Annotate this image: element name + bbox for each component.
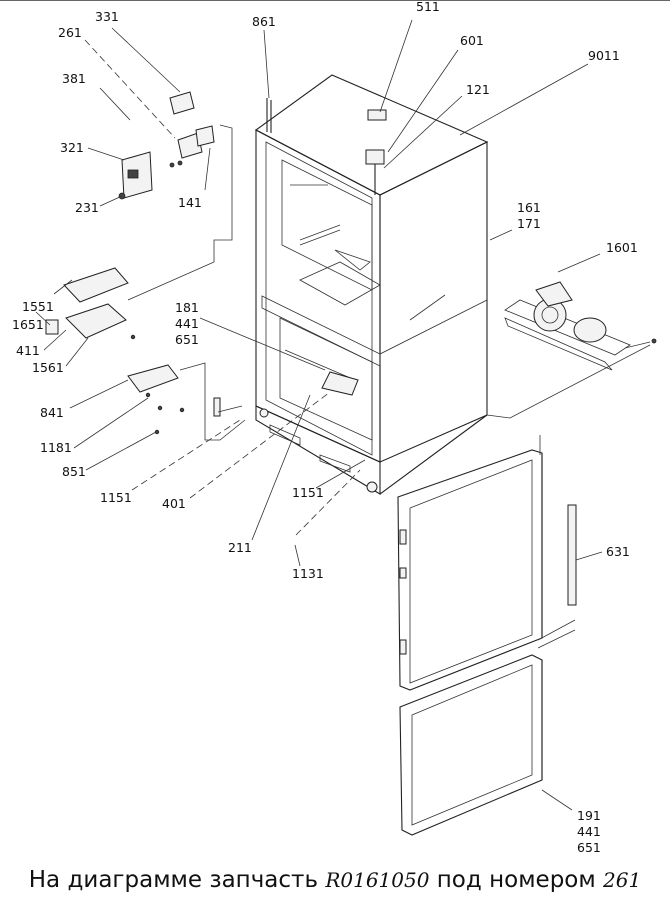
- top-rule: [0, 0, 670, 1]
- callout-label: 411: [16, 343, 40, 358]
- dispenser-assembly: [118, 91, 215, 200]
- refrigerator-cabinet: [254, 74, 489, 495]
- compressor-assembly: [504, 281, 657, 371]
- callout-label: 1651: [12, 317, 44, 332]
- callout-label: 861: [252, 14, 276, 29]
- upper-door: [397, 449, 543, 691]
- callout-label: 211: [228, 540, 252, 555]
- callout-label: 841: [40, 405, 64, 420]
- leader-lines: [35, 19, 651, 811]
- lower-door: [399, 654, 543, 836]
- callout-label: 1151: [292, 485, 324, 500]
- callout-label: 141: [178, 195, 202, 210]
- callout-label: 1551: [22, 299, 54, 314]
- callout-label: 851: [62, 464, 86, 479]
- caption-prefix: На диаграмме запчасть: [28, 867, 318, 893]
- exploded-parts-diagram: 331 261 381 321 231 141 861 511 601 9011…: [12, 0, 657, 855]
- callout-label: 601: [460, 33, 484, 48]
- caption-part-number: R0161050: [325, 868, 430, 892]
- left-components: [45, 267, 243, 435]
- callout-label: 511: [416, 0, 440, 14]
- callout-label: 171: [517, 216, 541, 231]
- callout-label: 651: [175, 332, 199, 347]
- callout-label: 121: [466, 82, 490, 97]
- callout-label: 1151: [100, 490, 132, 505]
- callout-label: 161: [517, 200, 541, 215]
- callout-label: 1601: [606, 240, 638, 255]
- callout-label: 1181: [40, 440, 72, 455]
- callout-label: 441: [577, 824, 601, 839]
- callout-labels: 331 261 381 321 231 141 861 511 601 9011…: [12, 0, 638, 855]
- callout-label: 1131: [292, 566, 324, 581]
- callout-label: 191: [577, 808, 601, 823]
- callout-label: 9011: [588, 48, 620, 63]
- callout-label: 651: [577, 840, 601, 855]
- caption-middle: под номером: [436, 867, 596, 893]
- callout-label: 631: [606, 544, 630, 559]
- callout-label: 381: [62, 71, 86, 86]
- caption: На диаграмме запчасть R0161050 под номер…: [0, 860, 670, 900]
- callout-label: 331: [95, 9, 119, 24]
- callout-label: 1561: [32, 360, 64, 375]
- callout-label: 181: [175, 300, 199, 315]
- callout-label: 321: [60, 140, 84, 155]
- callout-label: 261: [58, 25, 82, 40]
- callout-label: 231: [75, 200, 99, 215]
- door-gasket-strip: [567, 504, 577, 606]
- callout-label: 401: [162, 496, 186, 511]
- caption-callout: 261: [603, 868, 642, 892]
- callout-label: 441: [175, 316, 199, 331]
